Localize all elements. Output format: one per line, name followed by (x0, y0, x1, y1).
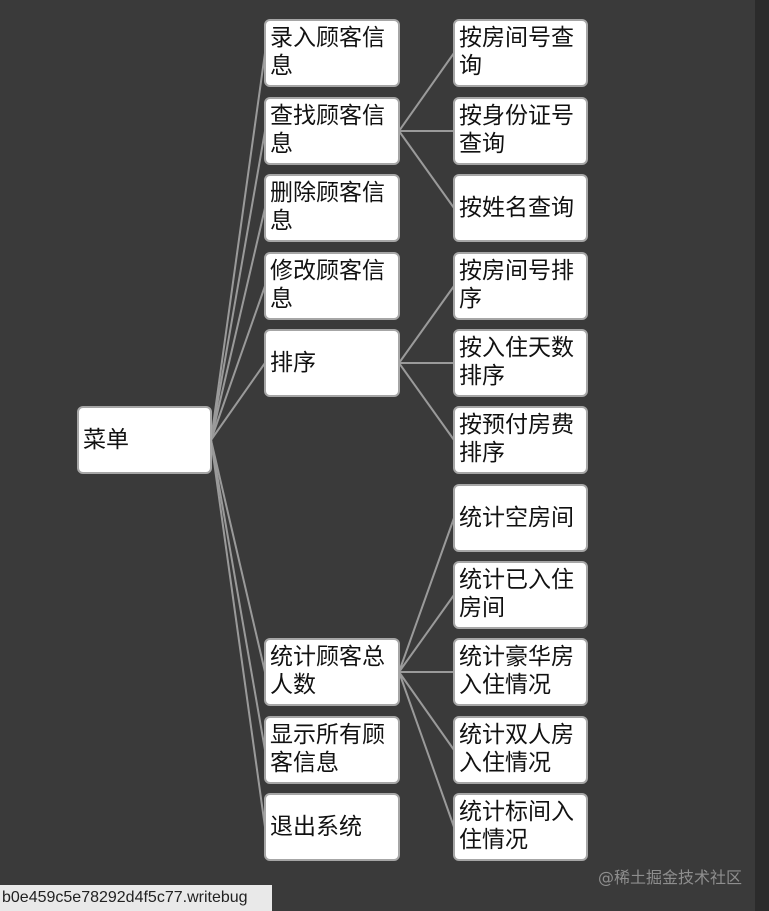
node-sort-by-days[interactable]: 按入住天数排序 (453, 329, 588, 397)
node-label: 按房间号排序 (459, 258, 574, 312)
node-query-by-id[interactable]: 按身份证号查询 (453, 97, 588, 165)
connector-node-query-by-name (398, 130, 455, 209)
node-label: 统计顾客总人数 (270, 644, 385, 698)
node-label: 按身份证号查询 (459, 103, 574, 157)
connector-node-sort-by-prepaid (398, 362, 455, 441)
connector-node-count-standard (398, 671, 455, 828)
node-label: 按预付房费排序 (459, 412, 574, 466)
node-label: 统计豪华房入住情况 (459, 644, 574, 698)
connector-root-node-delete-customer-info (210, 207, 266, 441)
node-count-empty-rooms[interactable]: 统计空房间 (453, 484, 588, 552)
node-root[interactable]: 菜单 (77, 406, 212, 474)
scrollbar-track[interactable] (755, 0, 769, 911)
connector-root-node-exit-system (210, 439, 266, 828)
node-label: 按房间号查询 (459, 25, 574, 79)
watermark-text: @稀土掘金技术社区 (598, 868, 743, 887)
node-sort-by-room[interactable]: 按房间号排序 (453, 252, 588, 320)
node-label: 显示所有顾客信息 (270, 722, 385, 776)
node-modify-customer-info[interactable]: 修改顾客信息 (264, 252, 400, 320)
node-label: 统计已入住房间 (459, 567, 574, 621)
node-label: 统计标间入住情况 (459, 799, 574, 853)
node-show-all-customers[interactable]: 显示所有顾客信息 (264, 716, 400, 784)
watermark: @稀土掘金技术社区 (598, 864, 742, 888)
node-label: 录入顾客信息 (270, 25, 385, 79)
status-url-text: b0e459c5e78292d4f5c77.writebug (2, 889, 248, 906)
connector-root-node-sort (210, 362, 266, 441)
node-count-standard[interactable]: 统计标间入住情况 (453, 793, 588, 861)
node-label: 统计双人房入住情况 (459, 722, 574, 776)
node-label: 排序 (270, 350, 316, 376)
node-sort-by-prepaid[interactable]: 按预付房费排序 (453, 406, 588, 474)
node-query-by-name[interactable]: 按姓名查询 (453, 174, 588, 242)
node-label: 修改顾客信息 (270, 258, 385, 312)
node-exit-system[interactable]: 退出系统 (264, 793, 400, 861)
connector-node-query-by-room (398, 52, 455, 132)
connector-node-count-empty-rooms (398, 517, 455, 673)
node-count-total-customers[interactable]: 统计顾客总人数 (264, 638, 400, 706)
node-count-double[interactable]: 统计双人房入住情况 (453, 716, 588, 784)
node-sort[interactable]: 排序 (264, 329, 400, 397)
node-root-label: 菜单 (83, 427, 129, 453)
node-delete-customer-info[interactable]: 删除顾客信息 (264, 174, 400, 242)
node-label: 查找顾客信息 (270, 103, 385, 157)
node-enter-customer-info[interactable]: 录入顾客信息 (264, 19, 400, 87)
connector-node-count-occupied-rooms (398, 594, 455, 673)
connector-root-node-show-all-customers (210, 439, 266, 751)
connector-node-count-double (398, 671, 455, 751)
connector-root-node-enter-customer-info (210, 52, 266, 441)
node-find-customer-info[interactable]: 查找顾客信息 (264, 97, 400, 165)
connector-node-sort-by-room (398, 285, 455, 364)
connector-root-node-find-customer-info (210, 130, 266, 441)
node-label: 统计空房间 (459, 505, 574, 531)
status-url-bar: b0e459c5e78292d4f5c77.writebug (0, 885, 272, 911)
connector-root-node-count-total-customers (210, 439, 266, 673)
node-count-occupied-rooms[interactable]: 统计已入住房间 (453, 561, 588, 629)
node-label: 退出系统 (270, 814, 362, 840)
node-count-deluxe[interactable]: 统计豪华房入住情况 (453, 638, 588, 706)
node-label: 按姓名查询 (459, 195, 574, 221)
connector-root-node-modify-customer-info (210, 285, 266, 441)
node-label: 删除顾客信息 (270, 180, 385, 234)
node-query-by-room[interactable]: 按房间号查询 (453, 19, 588, 87)
node-label: 按入住天数排序 (459, 335, 574, 389)
